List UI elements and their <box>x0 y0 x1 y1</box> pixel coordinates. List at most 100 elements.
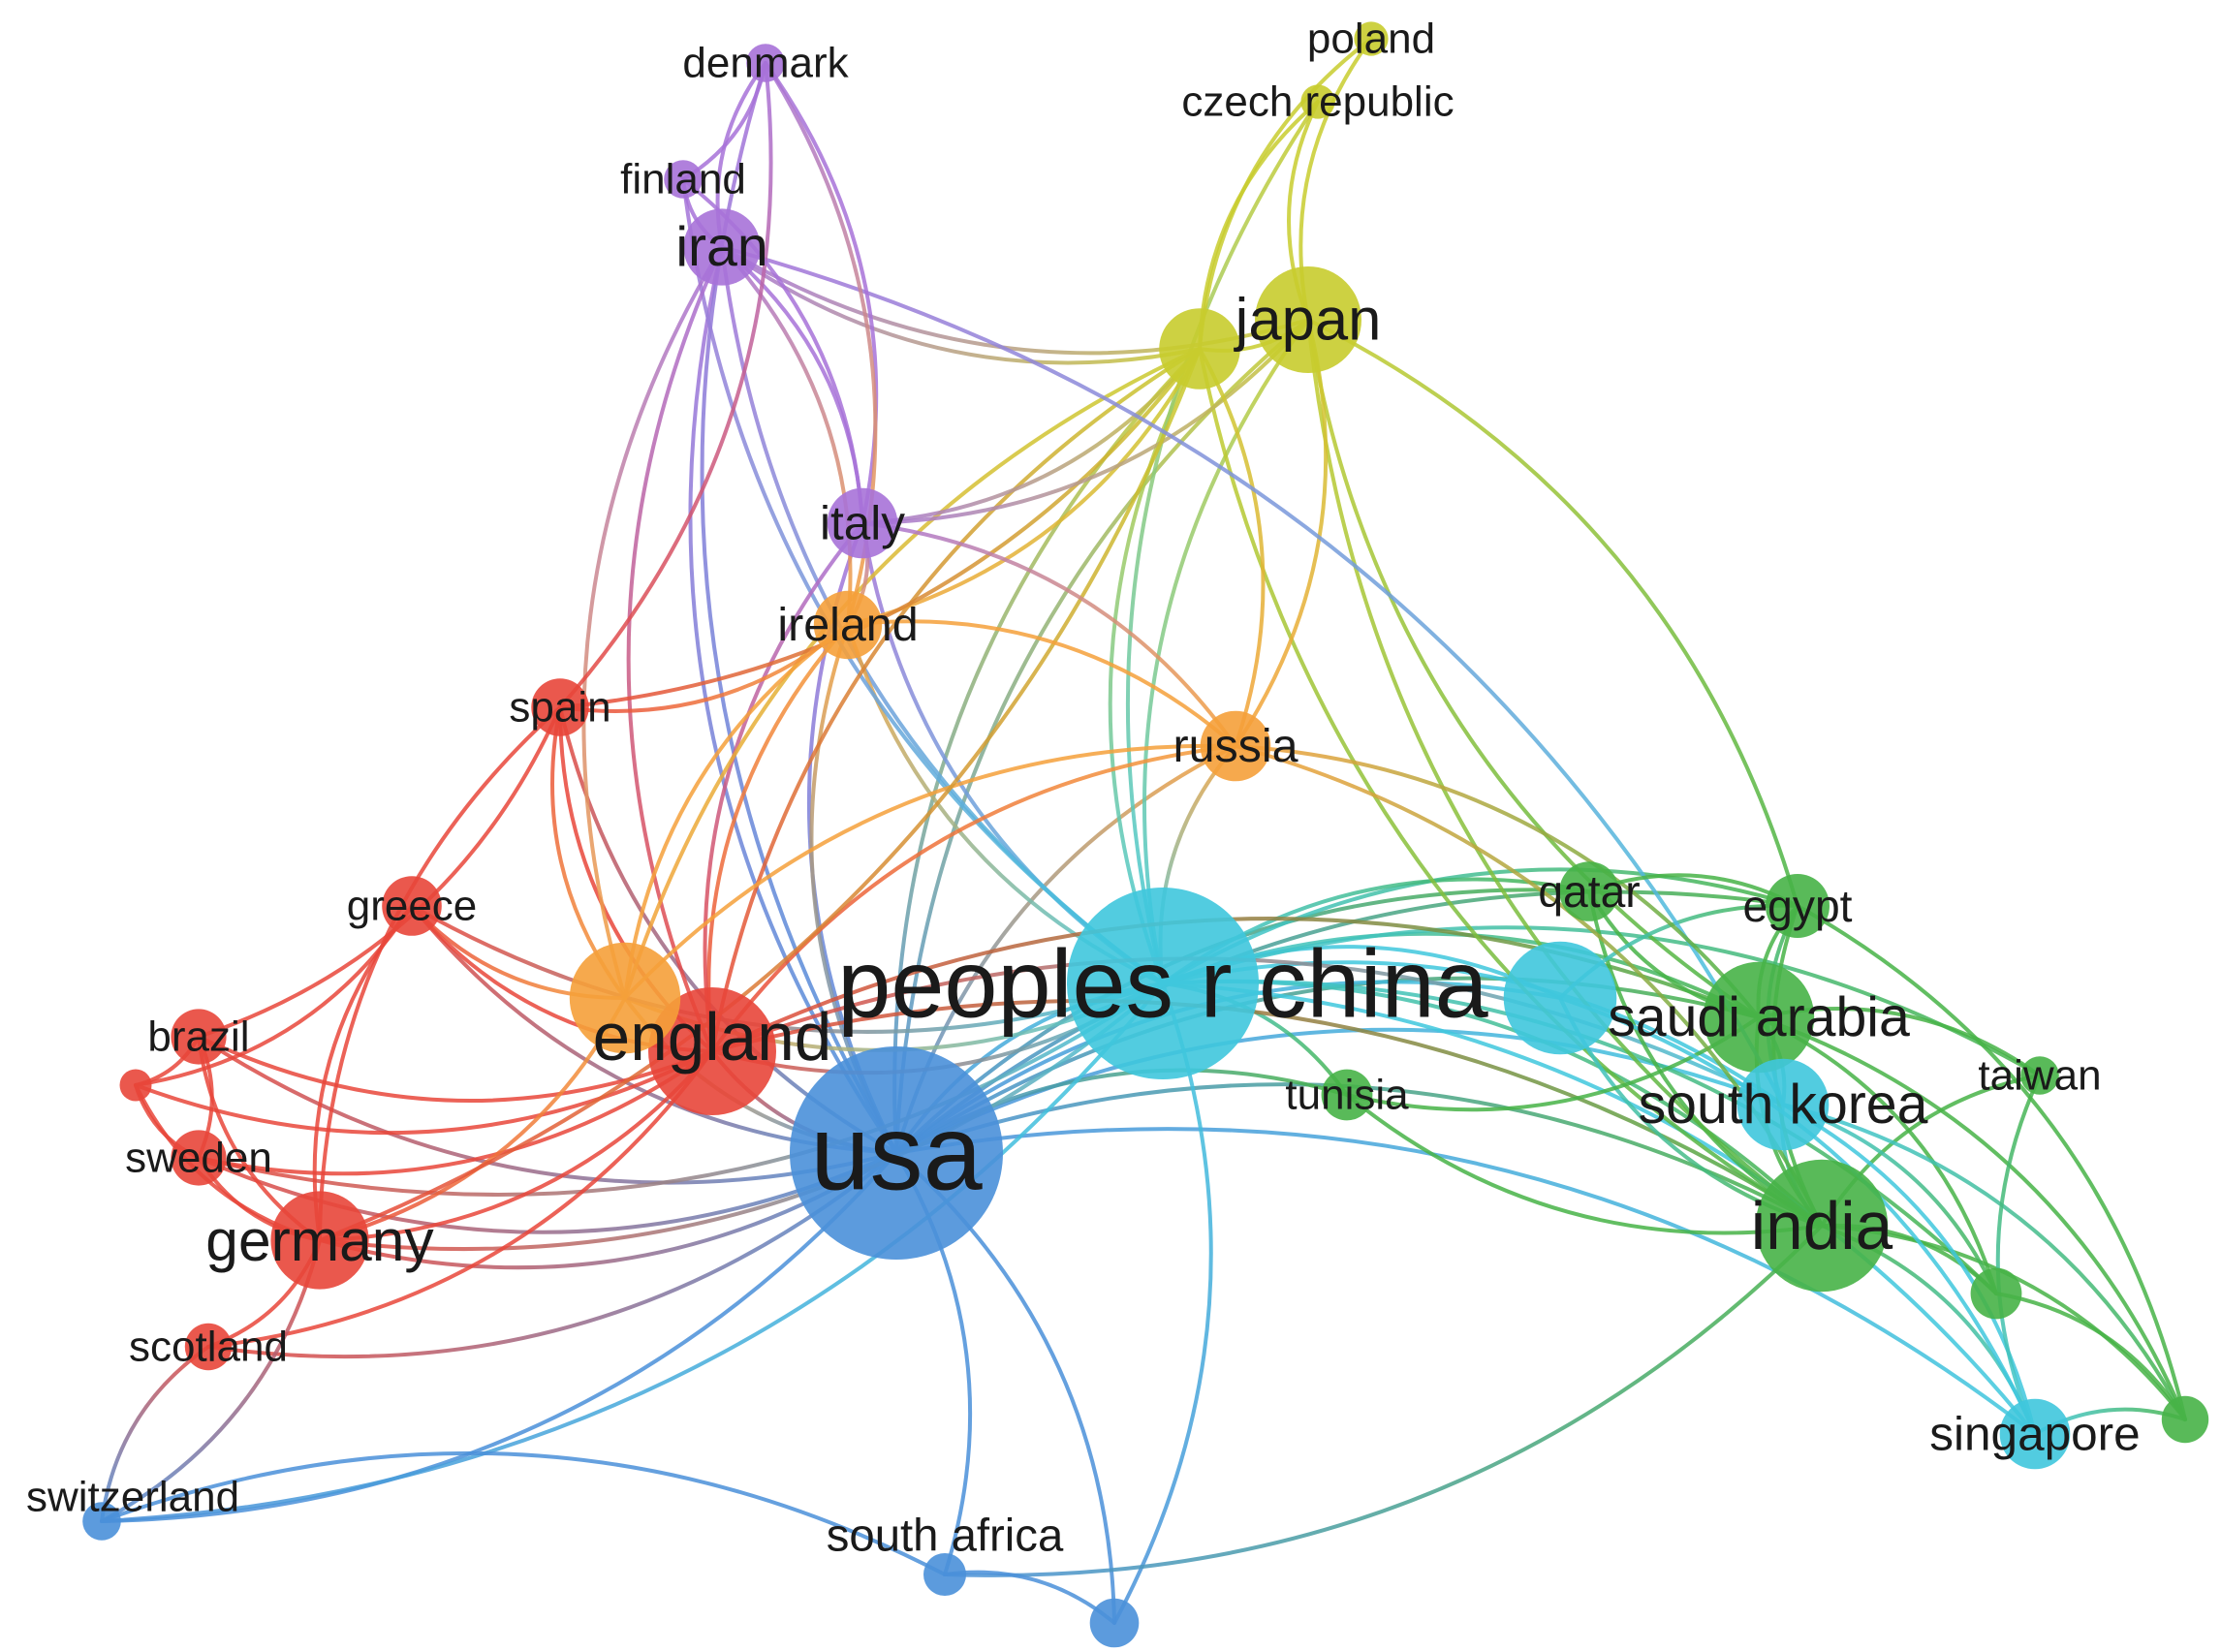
node-switzerland[interactable] <box>82 1502 121 1541</box>
node-finland[interactable] <box>664 160 703 199</box>
edge-china-singapore <box>1161 982 2037 1436</box>
edge-greece-redsmall <box>134 904 414 1087</box>
edge-iran-ireland <box>720 245 853 627</box>
edge-southkorea-greensmall2 <box>1781 1103 2187 1421</box>
edge-saudi_b-singapore <box>1558 996 2037 1436</box>
node-egypt[interactable] <box>1766 874 1830 938</box>
edge-usa-switzerland <box>100 1151 898 1523</box>
edge-england-sweden <box>197 1049 714 1176</box>
node-redsmall[interactable] <box>119 1069 152 1102</box>
node-iran[interactable] <box>683 208 761 286</box>
edge-england_b-germany <box>318 996 627 1242</box>
label-czech: czech republic <box>1181 78 1454 126</box>
node-japan[interactable] <box>1255 266 1361 373</box>
edge-ireland-spain <box>558 623 850 713</box>
label-scotland: scotland <box>129 1324 288 1371</box>
node-china[interactable] <box>1067 888 1259 1079</box>
edge-china-japan_b <box>1108 347 1202 985</box>
edge-greensmall1-greensmall2 <box>1994 1292 2187 1421</box>
node-scotland[interactable] <box>184 1323 233 1371</box>
node-saudi[interactable] <box>1703 961 1815 1074</box>
label-ireland: ireland <box>777 599 918 651</box>
edge-japan_b-germany <box>318 347 1202 1242</box>
edge-usa-saudi <box>894 976 1761 1155</box>
node-saudi_b[interactable] <box>1503 941 1617 1055</box>
edge-india-japan <box>1306 318 1824 1228</box>
node-czech[interactable] <box>1300 84 1335 119</box>
node-denmark[interactable] <box>746 44 785 82</box>
edge-china-japan <box>1142 318 1310 985</box>
edge-southkorea-singapore <box>1781 1103 2037 1436</box>
label-spain: spain <box>509 684 610 732</box>
node-italy[interactable] <box>827 487 898 559</box>
label-russia: russia <box>1173 720 1298 772</box>
node-southkorea[interactable] <box>1736 1058 1830 1151</box>
node-germany[interactable] <box>270 1191 369 1290</box>
edge-saudi-japan <box>1306 318 1761 1019</box>
label-denmark: denmark <box>682 40 849 87</box>
edge-china-sweden <box>197 982 1165 1197</box>
label-finland: finland <box>620 156 746 203</box>
label-germany: germany <box>205 1207 434 1273</box>
node-sweden[interactable] <box>171 1130 227 1186</box>
edge-japan_b-italy <box>860 347 1202 525</box>
node-bluesmall[interactable] <box>1089 1598 1140 1648</box>
edge-russia-saudi <box>1234 744 1761 1019</box>
node-russia[interactable] <box>1200 710 1271 782</box>
label-india: india <box>1751 1188 1893 1263</box>
node-usa[interactable] <box>790 1046 1003 1260</box>
node-tunisia[interactable] <box>1321 1069 1373 1121</box>
edge-england-india <box>710 999 1824 1228</box>
edge-iran-southkorea <box>720 245 1785 1107</box>
edge-china-egypt <box>1161 867 1799 985</box>
edge-china-switzerland <box>100 982 1165 1523</box>
node-singapore[interactable] <box>1999 1398 2071 1470</box>
node-india[interactable] <box>1755 1159 1889 1293</box>
label-tunisia: tunisia <box>1285 1072 1409 1119</box>
node-ireland[interactable] <box>813 590 883 660</box>
node-spain[interactable] <box>531 678 589 736</box>
edge-china-taiwan <box>1161 925 2042 1077</box>
node-poland[interactable] <box>1354 21 1389 56</box>
node-england[interactable] <box>648 987 776 1115</box>
label-japan: japan <box>1234 287 1382 354</box>
edge-england-scotland <box>206 1049 714 1349</box>
node-greensmall1[interactable] <box>1970 1267 2022 1320</box>
label-qatar: qatar <box>1538 866 1640 917</box>
label-switzerland: switzerland <box>26 1474 239 1521</box>
edge-japan-egypt <box>1306 318 1799 908</box>
edge-switzerland-southafrica <box>100 1450 947 1576</box>
edge-india-southafrica <box>943 1224 1824 1577</box>
edge-usa-brazil <box>197 1035 898 1185</box>
label-sweden: sweden <box>125 1135 272 1182</box>
edge-england_b-ireland <box>623 623 850 1000</box>
node-japan_b[interactable] <box>1159 308 1240 390</box>
nodes-layer <box>82 21 2209 1648</box>
node-southafrica[interactable] <box>923 1553 966 1596</box>
edge-italy-russia <box>860 521 1237 748</box>
node-greece[interactable] <box>382 876 442 936</box>
node-greensmall2[interactable] <box>2161 1395 2209 1444</box>
edge-china-germany <box>318 982 1165 1252</box>
edge-usa-egypt <box>894 889 1799 1155</box>
node-brazil[interactable] <box>171 1009 227 1065</box>
label-singapore: singapore <box>1929 1408 2140 1461</box>
label-egypt: egypt <box>1743 881 1853 931</box>
node-qatar[interactable] <box>1559 861 1619 921</box>
edge-singapore-taiwan <box>1995 1074 2042 1436</box>
node-taiwan[interactable] <box>2020 1056 2059 1095</box>
edge-usa-scotland <box>206 1151 898 1359</box>
label-brazil: brazil <box>147 1013 249 1061</box>
label-greece: greece <box>347 883 478 930</box>
edge-germany-switzerland <box>100 1238 322 1523</box>
edge-japan_b-spain <box>558 347 1202 709</box>
node-england_b[interactable] <box>569 942 681 1054</box>
label-southafrica: south africa <box>827 1511 1064 1562</box>
label-china: peoples r china <box>837 930 1488 1038</box>
edge-denmark-spain <box>558 61 773 709</box>
label-southkorea: south korea <box>1639 1074 1928 1136</box>
edge-england-iran <box>626 245 724 1053</box>
